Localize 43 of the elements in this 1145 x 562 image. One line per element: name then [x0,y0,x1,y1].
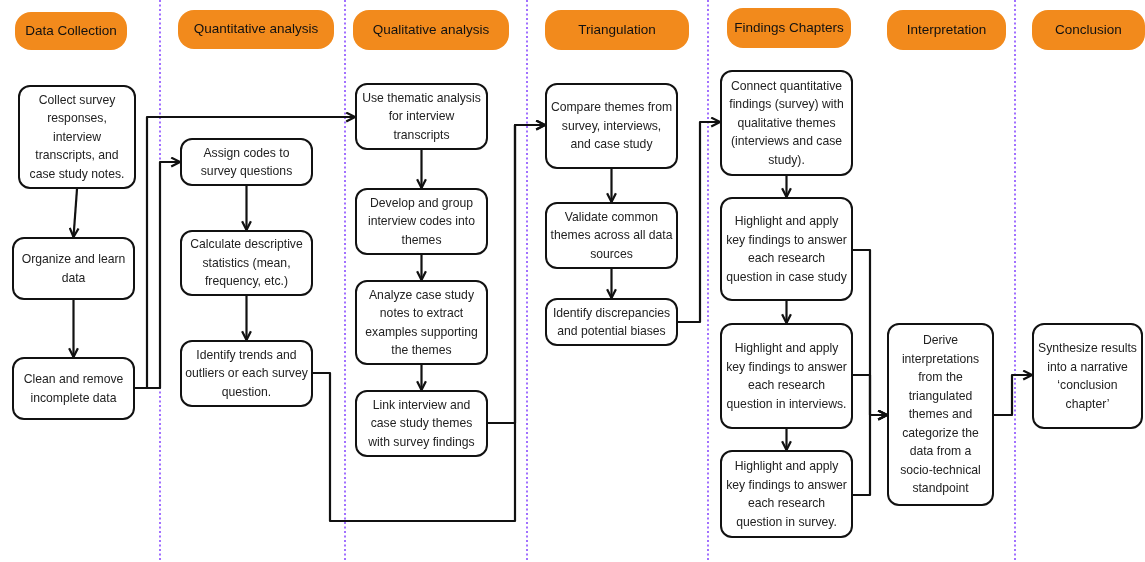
arrow [781,176,792,199]
phase-header: Conclusion [1032,10,1145,50]
process-box: Highlight and apply key findings to answer each research question in case study [720,197,853,301]
phase-header: Data Collection [15,12,127,50]
process-box: Highlight and apply key findings to answer each research question in interviews. [720,323,853,429]
phase-header: Triangulation [545,10,689,50]
arrow [606,169,617,204]
arrow [853,409,889,497]
arrow [994,369,1034,417]
arrow [781,429,792,452]
arrow [241,186,252,232]
arrow [135,156,182,390]
process-box: Identify trends and outliers or each survey question. [180,340,313,407]
process-box: Clean and remove incomplete data [12,357,135,420]
process-box: Organize and learn data [12,237,135,300]
process-box: Collect survey responses, interview transcripts, and case study notes. [18,85,136,189]
phase-header: Findings Chapters [727,8,851,48]
arrow [416,365,427,392]
process-box: Calculate descriptive statistics (mean, frequency, etc.) [180,230,313,296]
process-box: Compare themes from survey, interviews, and case study [545,83,678,169]
arrow [241,296,252,342]
process-box: Connect quantitative findings (survey) with qualitative themes (interviews and case study). [720,70,853,176]
arrow [488,119,547,425]
process-box: Identify discrepancies and potential biases [545,298,678,346]
arrow [606,269,617,300]
phase-header: Qualitative analysis [353,10,509,50]
arrow [416,150,427,190]
phase-header: Interpretation [887,10,1006,50]
process-box: Assign codes to survey questions [180,138,313,186]
process-box: Synthesize results into a narrative ‘conclusion chapter’ [1032,323,1143,429]
process-box: Derive interpretations from the triangulated themes and categorize the data from a socio-technical standpoint [887,323,994,506]
arrow [678,116,722,324]
arrow [68,188,80,239]
arrow [416,255,427,282]
arrow [68,300,79,359]
process-box: Validate common themes across all data sources [545,202,678,269]
process-box: Link interview and case study themes with survey findings [355,390,488,457]
phase-header: Quantitative analysis [178,10,334,49]
process-box: Highlight and apply key findings to answer each research question in survey. [720,450,853,538]
process-box: Use thematic analysis for interview transcripts [355,83,488,150]
process-box: Analyze case study notes to extract examples supporting the themes [355,280,488,365]
arrow [781,301,792,325]
process-box: Develop and group interview codes into themes [355,188,488,255]
